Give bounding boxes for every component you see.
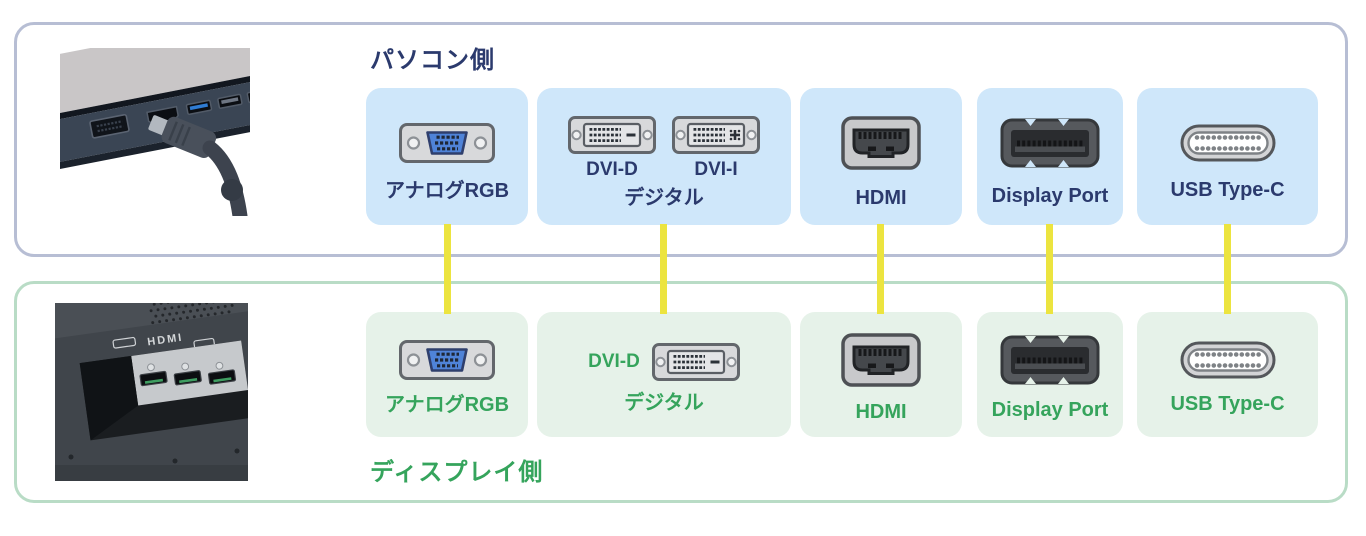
display-side-panel: HDMI <box>14 233 1348 503</box>
dvi-d-item: DVI-D <box>568 115 656 180</box>
card-display-analog-rgb: アナログRGB <box>366 312 528 437</box>
laptop-photo-art <box>0 12 296 224</box>
displayport-connector-icon <box>1000 118 1100 168</box>
card-display-hdmi: HDMI <box>800 312 962 437</box>
card-label: アナログRGB <box>384 394 510 416</box>
hdmi-port-3 <box>207 361 237 385</box>
hdmi-port-2 <box>173 362 202 386</box>
vga-connector-icon <box>399 340 495 380</box>
card-display-displayport: Display Port <box>977 312 1123 437</box>
hdmi-connector-icon <box>841 115 921 170</box>
card-pc-hdmi: HDMI <box>800 88 962 225</box>
connection-line-hdmi <box>877 224 884 314</box>
pc-side-panel: パソコン側 アナログRGB <box>0 12 1348 257</box>
card-pc-usb-type-c: USB Type-C <box>1137 88 1318 225</box>
card-pc-analog-rgb: アナログRGB <box>366 88 528 225</box>
pc-side-title: パソコン側 <box>370 47 495 74</box>
connection-line-usb-type-c <box>1224 224 1231 314</box>
card-label: Display Port <box>991 184 1109 207</box>
dvi-i-item: DVI-I <box>672 115 760 180</box>
connection-line-digital <box>660 224 667 314</box>
laptop-ports-photo <box>0 12 296 224</box>
card-display-usb-type-c: USB Type-C <box>1137 312 1318 437</box>
card-label: USB Type-C <box>1170 393 1285 415</box>
card-label: HDMI <box>855 186 907 209</box>
card-label: デジタル <box>624 186 704 209</box>
card-label: USB Type-C <box>1170 178 1285 201</box>
hdmi-connector-icon <box>841 333 921 387</box>
card-label: アナログRGB <box>384 179 510 202</box>
card-label: デジタル <box>624 391 704 414</box>
connection-line-analog-rgb <box>444 224 451 314</box>
photo-hdmi-label: HDMI <box>147 332 184 349</box>
usb-c-connector-icon <box>1180 341 1276 379</box>
dvi-d-label: DVI-D <box>586 158 638 180</box>
hdmi-port-1 <box>139 363 168 387</box>
card-display-digital: DVI-D デジタル <box>537 312 791 437</box>
card-pc-displayport: Display Port <box>977 88 1123 225</box>
connection-line-displayport <box>1046 224 1053 314</box>
card-pc-digital: DVI-D <box>537 88 791 225</box>
dvi-d-label: DVI-D <box>588 351 640 372</box>
dvi-connector-row: DVI-D <box>588 342 740 381</box>
dvi-connector-row: DVI-D <box>568 115 760 180</box>
displayport-connector-icon <box>1000 335 1100 385</box>
card-label: HDMI <box>855 401 907 423</box>
dvi-d-connector-icon <box>651 342 740 381</box>
card-label: Display Port <box>991 399 1109 421</box>
display-photo-art: HDMI <box>15 233 264 481</box>
display-side-title: ディスプレイ側 <box>370 459 544 486</box>
dvi-i-connector-icon <box>672 115 760 154</box>
dvi-i-label: DVI-I <box>694 158 738 180</box>
display-back-photo: HDMI <box>15 233 264 481</box>
usb-c-connector-icon <box>1180 124 1276 162</box>
dvi-d-connector-icon <box>568 115 656 154</box>
vga-connector-icon <box>399 122 495 163</box>
